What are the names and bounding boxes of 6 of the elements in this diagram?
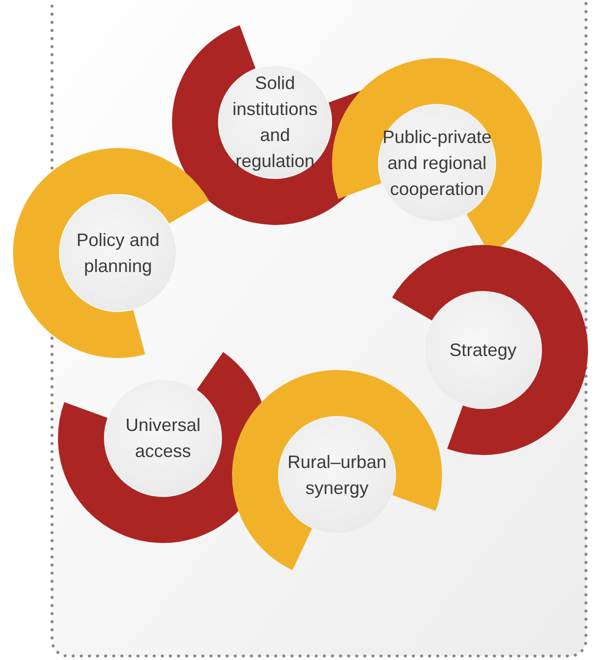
node-label: Strategy bbox=[448, 339, 518, 362]
node-label: Public-private and regional cooperation bbox=[381, 126, 493, 201]
node-label: Policy and planning bbox=[75, 229, 161, 278]
node-label: Universal access bbox=[124, 414, 202, 463]
node-label: Rural–urban synergy bbox=[286, 451, 388, 500]
node-label: Solid institutions and regulation bbox=[231, 72, 319, 173]
